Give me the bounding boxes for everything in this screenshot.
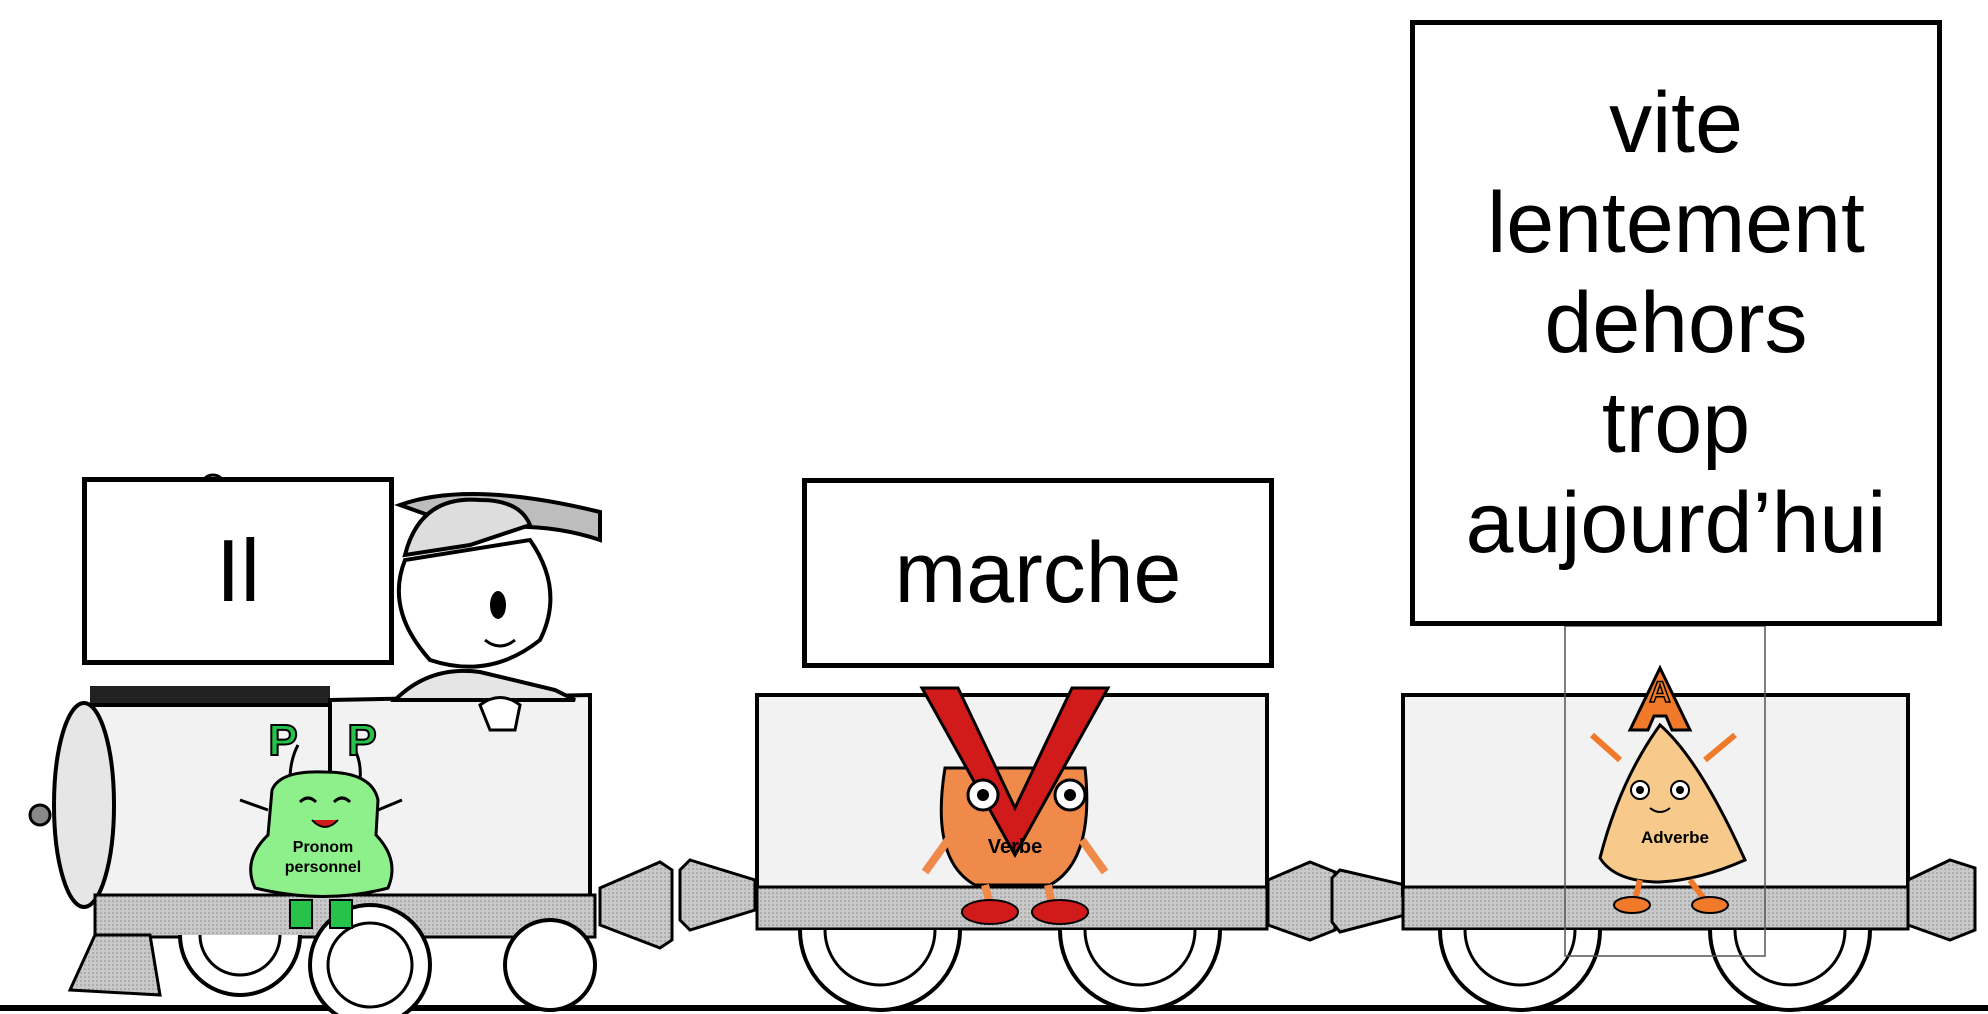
adverb-word: aujourd’hui xyxy=(1465,475,1887,571)
pronoun-word: Il xyxy=(216,521,260,620)
pronoun-word-box: Il xyxy=(82,477,394,665)
pronoun-letter-right: P xyxy=(347,716,376,765)
verb-mascot-icon: Verbe xyxy=(919,686,1111,925)
adverb-letter: A xyxy=(1649,676,1671,709)
pronoun-label-line2: personnel xyxy=(285,859,361,876)
boy-driver-icon xyxy=(390,492,602,732)
pronoun-mascot-icon: P P Pronom personnel xyxy=(239,715,403,929)
pronoun-label-line1: Pronom xyxy=(293,839,353,856)
adverb-word: lentement xyxy=(1487,175,1865,271)
adverb-mascot-icon: A Adverbe xyxy=(1590,664,1747,914)
adverb-word: trop xyxy=(1601,375,1751,471)
verb-word-box: marche xyxy=(802,478,1274,668)
verb-word: marche xyxy=(894,524,1182,621)
adverb-word-box: vite lentement dehors trop aujourd’hui xyxy=(1410,20,1942,626)
adverb-label: Adverbe xyxy=(1641,828,1709,847)
pronoun-letter-left: P xyxy=(268,716,297,765)
adverb-word: vite xyxy=(1609,75,1743,171)
verb-label: Verbe xyxy=(988,836,1042,858)
adverb-word: dehors xyxy=(1544,275,1808,371)
